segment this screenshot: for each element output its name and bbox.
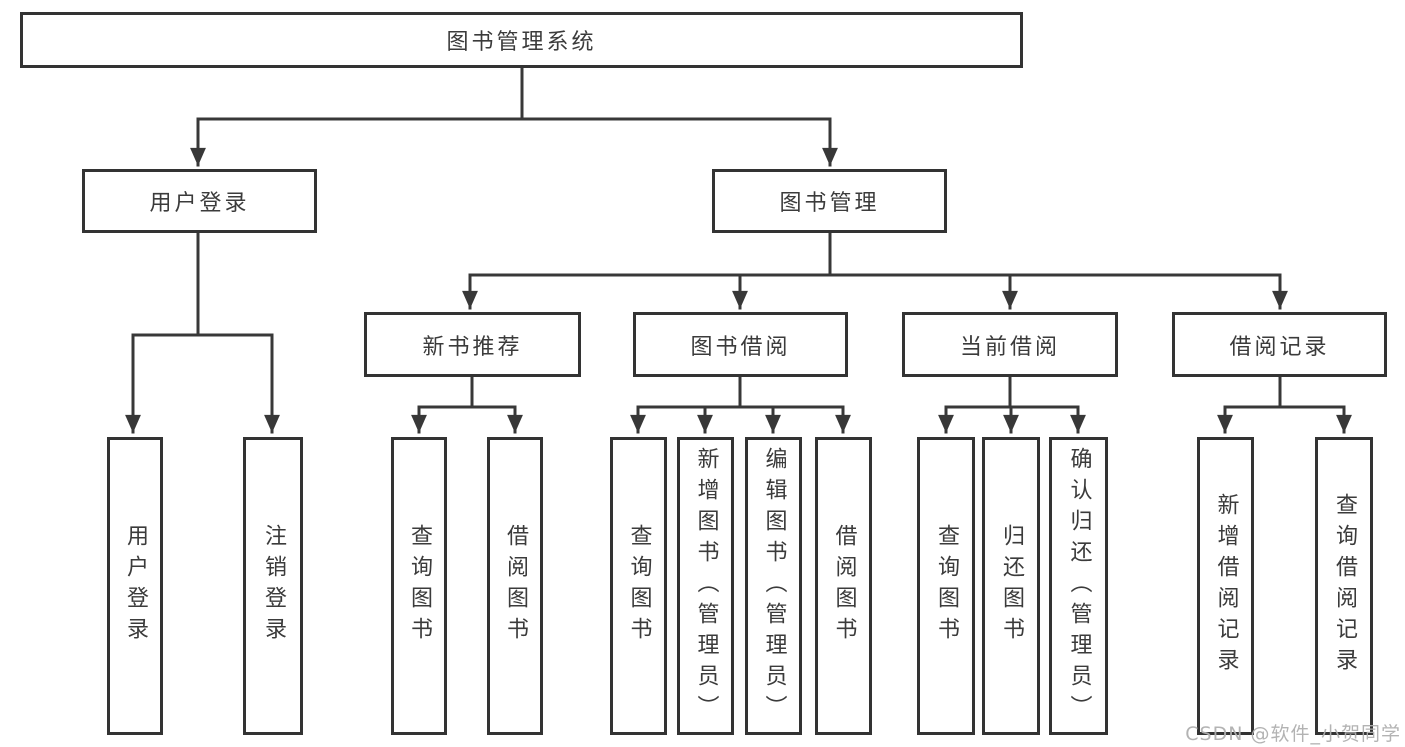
connector-user-login bbox=[131, 231, 274, 337]
node-g3-query-borrow-record: 查询借阅记录 bbox=[1315, 437, 1373, 735]
connector-book-borrow bbox=[636, 375, 845, 409]
node-g3-add-borrow-record-label: 新增借阅记录 bbox=[1213, 493, 1239, 679]
node-g2-return-book-label: 归还图书 bbox=[999, 524, 1024, 648]
node-user-login-leaf: 用户登录 bbox=[107, 437, 163, 735]
node-g0-query-books: 查询图书 bbox=[391, 437, 447, 735]
node-g1-query-books: 查询图书 bbox=[610, 437, 667, 735]
connector-segments bbox=[125, 66, 1352, 434]
node-g2-query-books-label: 查询图书 bbox=[934, 524, 959, 648]
node-g2-return-book: 归还图书 bbox=[982, 437, 1040, 735]
node-new-book-recommend: 新书推荐 bbox=[364, 312, 581, 377]
node-library-management-system: 图书管理系统 bbox=[20, 12, 1023, 68]
node-book-borrow: 图书借阅 bbox=[633, 312, 848, 377]
node-g0-query-books-label: 查询图书 bbox=[407, 524, 432, 648]
node-g0-borrow-book: 借阅图书 bbox=[487, 437, 543, 735]
node-user-login-leaf-label: 用户登录 bbox=[123, 524, 148, 648]
node-g0-borrow-book-label: 借阅图书 bbox=[503, 524, 528, 648]
node-borrow-records-label: 借阅记录 bbox=[1229, 334, 1330, 360]
node-g1-edit-book-admin-label: 编辑图书（管理员） bbox=[761, 446, 787, 726]
node-new-book-recommend-label: 新书推荐 bbox=[422, 334, 523, 360]
node-g2-query-books: 查询图书 bbox=[917, 437, 975, 735]
node-g2-confirm-return-admin: 确认归还（管理员） bbox=[1049, 437, 1108, 735]
node-book-management: 图书管理 bbox=[712, 169, 947, 233]
connector-borrow-records bbox=[1223, 375, 1346, 409]
node-g1-query-books-label: 查询图书 bbox=[626, 524, 652, 648]
node-logout: 注销登录 bbox=[243, 437, 303, 735]
node-g1-edit-book-admin: 编辑图书（管理员） bbox=[745, 437, 802, 735]
node-g2-confirm-return-admin-label: 确认归还（管理员） bbox=[1066, 446, 1092, 726]
node-borrow-records: 借阅记录 bbox=[1172, 312, 1387, 377]
connector-root bbox=[196, 66, 832, 121]
node-g3-add-borrow-record: 新增借阅记录 bbox=[1197, 437, 1254, 735]
node-library-management-system-label: 图书管理系统 bbox=[446, 30, 597, 55]
connector-current-borrow bbox=[944, 375, 1080, 409]
node-book-borrow-label: 图书借阅 bbox=[690, 334, 791, 360]
node-current-borrow-label: 当前借阅 bbox=[959, 334, 1060, 360]
node-user-login-label: 用户登录 bbox=[149, 191, 250, 216]
watermark: CSDN @软件_小贺同学 bbox=[1185, 723, 1401, 745]
node-book-management-label: 图书管理 bbox=[779, 191, 880, 216]
node-g1-add-book-admin: 新增图书（管理员） bbox=[677, 437, 734, 735]
connector-book-management bbox=[468, 231, 1282, 277]
node-g1-add-book-admin-label: 新增图书（管理员） bbox=[693, 446, 719, 726]
connector-new-book-recommend bbox=[417, 375, 517, 409]
node-user-login: 用户登录 bbox=[82, 169, 317, 233]
node-logout-label: 注销登录 bbox=[261, 524, 286, 648]
node-g1-borrow-book: 借阅图书 bbox=[815, 437, 872, 735]
node-g1-borrow-book-label: 借阅图书 bbox=[831, 524, 857, 648]
node-current-borrow: 当前借阅 bbox=[902, 312, 1118, 377]
node-g3-query-borrow-record-label: 查询借阅记录 bbox=[1332, 493, 1357, 679]
